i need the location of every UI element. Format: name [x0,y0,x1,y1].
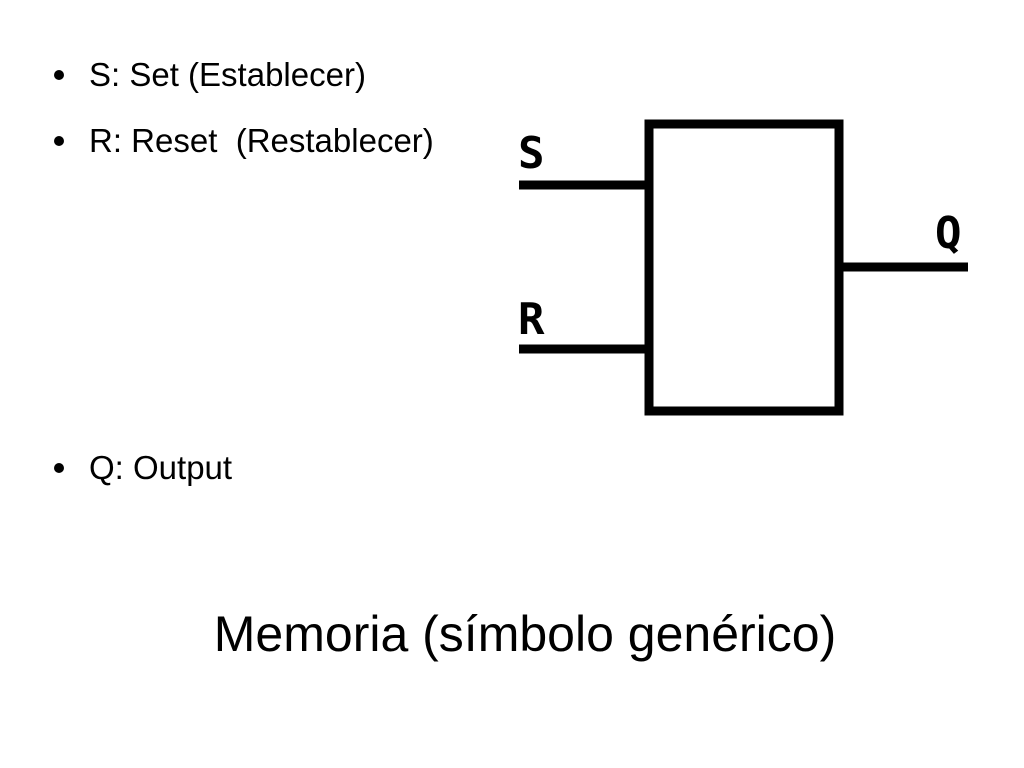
bullet-output: Q: Output [54,448,232,488]
bullet-reset: R: Reset (Restablecer) [54,121,434,161]
bullet-dot-icon [54,463,64,473]
bullet-set-text: S: Set (Establecer) [89,56,366,93]
slide-title: Memoria (símbolo genérico) [213,606,837,662]
memory-block-box [644,119,844,416]
reset-label: R [518,294,545,345]
bullet-output-text: Q: Output [89,449,233,486]
bullet-reset-text: R: Reset (Restablecer) [89,122,434,159]
bullet-dot-icon [54,136,64,146]
output-label: Q [935,208,962,259]
bullet-set: S: Set (Establecer) [54,55,366,95]
bullet-dot-icon [54,70,64,80]
set-label: S [518,128,545,179]
